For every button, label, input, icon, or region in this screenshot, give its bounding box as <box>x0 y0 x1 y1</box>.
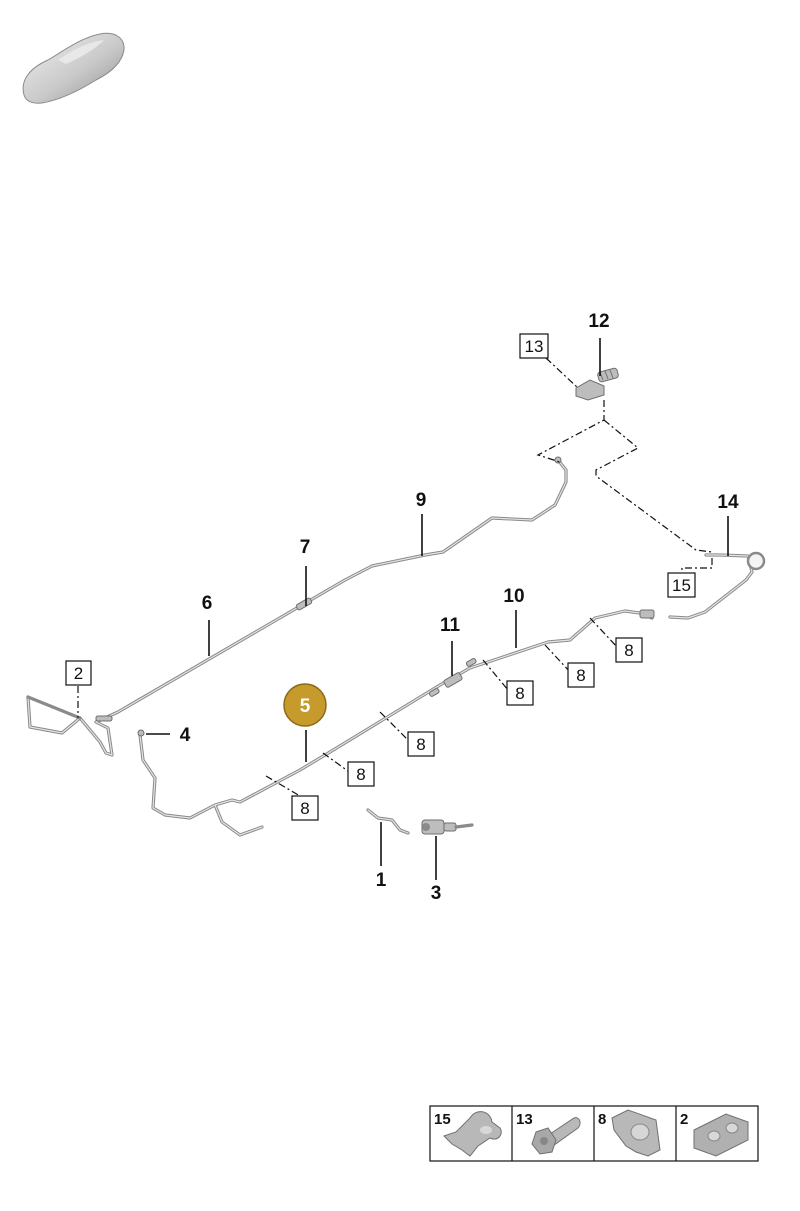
legend-item-15[interactable]: 15 <box>434 1111 502 1157</box>
svg-text:2: 2 <box>680 1111 688 1128</box>
callout-12: 12 <box>588 311 609 332</box>
brake-pipe-lower <box>138 609 654 837</box>
box-callout-13: 13 <box>519 333 549 359</box>
box-callout-8: 8 <box>347 761 375 787</box>
svg-text:13: 13 <box>516 1111 533 1128</box>
legend-item-2[interactable]: 2 <box>680 1111 749 1157</box>
callouts: 1 3 4 6 7 9 10 11 12 14 <box>180 311 739 904</box>
callout-6: 6 <box>202 593 213 614</box>
svg-text:8: 8 <box>416 735 425 754</box>
callout-11: 11 <box>440 615 461 636</box>
callout-7: 7 <box>300 537 311 558</box>
brake-pipe-rear <box>668 551 766 620</box>
callout-4: 4 <box>180 725 191 746</box>
box-callout-8: 8 <box>407 731 435 757</box>
callout-14: 14 <box>717 492 739 513</box>
assembly-lines <box>77 357 713 797</box>
pipe-clip-icon <box>611 1109 661 1157</box>
box-callout-8: 8 <box>291 795 319 821</box>
svg-text:15: 15 <box>672 576 691 595</box>
boxed-callouts: 2 13 15 8 8 8 8 8 <box>65 333 696 821</box>
part-1-brake-hose <box>366 808 410 835</box>
double-clip-holder-icon <box>693 1113 749 1157</box>
svg-text:8: 8 <box>624 641 633 660</box>
box-callout-8: 8 <box>506 680 534 706</box>
brake-pipe-upper <box>26 458 568 757</box>
part-3-valve <box>421 819 474 835</box>
legend-strip: 15 13 8 2 <box>429 1105 759 1162</box>
callout-5-highlight[interactable]: 5 <box>283 683 327 727</box>
svg-text:2: 2 <box>74 664 83 683</box>
bolt-icon <box>531 1117 581 1155</box>
box-callout-8: 8 <box>567 662 595 688</box>
svg-text:8: 8 <box>300 799 309 818</box>
leader-lines <box>146 338 729 880</box>
vehicle-thumbnail-icon <box>22 32 125 104</box>
box-callout-15: 15 <box>667 572 696 598</box>
legend-item-8[interactable]: 8 <box>598 1109 661 1157</box>
svg-text:8: 8 <box>576 666 585 685</box>
box-callout-2: 2 <box>65 660 92 686</box>
callout-5: 5 <box>300 696 311 717</box>
svg-text:8: 8 <box>356 765 365 784</box>
callout-9: 9 <box>416 490 427 511</box>
svg-text:8: 8 <box>515 684 524 703</box>
pipe-connectors <box>95 456 655 737</box>
svg-text:15: 15 <box>434 1111 451 1128</box>
box-callout-8: 8 <box>615 637 643 663</box>
clip-fastener-icon <box>443 1111 502 1157</box>
legend-item-13[interactable]: 13 <box>516 1111 581 1155</box>
part-12-bolt <box>575 367 619 401</box>
svg-text:8: 8 <box>598 1111 606 1128</box>
callout-1: 1 <box>376 870 387 891</box>
svg-text:13: 13 <box>525 337 544 356</box>
callout-10: 10 <box>503 586 524 607</box>
callout-3: 3 <box>431 883 442 904</box>
